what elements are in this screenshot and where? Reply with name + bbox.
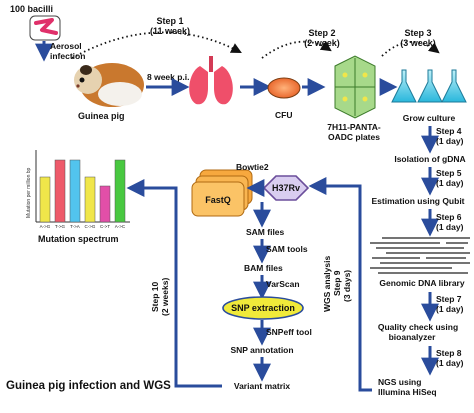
reference-label: H37Rv — [272, 183, 300, 193]
plates-line1: 7H11-PANTA- — [327, 122, 381, 132]
snp-extraction-label: SNP extraction — [231, 303, 295, 313]
step9-label: Step 9 — [332, 270, 342, 296]
bacilli-icon — [29, 15, 61, 41]
tick-label: A->C — [115, 224, 126, 229]
step1-label: Step 1 — [156, 16, 183, 26]
step6-label: Step 6 — [436, 212, 462, 222]
variant-matrix-label: Variant matrix — [234, 381, 290, 391]
ngs-line1: NGS using — [378, 377, 421, 387]
bar-T-to-G — [54, 159, 66, 223]
step1-dotted-arrow — [71, 31, 242, 59]
bam-files-label: BAM files — [244, 263, 283, 273]
bar-A-to-G — [39, 176, 51, 223]
snp-annotation-label: SNP annotation — [230, 345, 293, 355]
snpeff-label: SNPeff tool — [266, 327, 312, 337]
animal-label: Guinea pig — [78, 111, 125, 121]
route-line2: infection — [50, 51, 85, 61]
snp-extraction-oval — [222, 296, 304, 320]
step7-label: Step 7 — [436, 294, 462, 304]
step4-duration: (1 day) — [436, 136, 464, 146]
step10-label: Step 10 — [150, 281, 160, 312]
tick-label: C->T — [100, 224, 110, 229]
qc-line1: Quality check using — [378, 322, 458, 332]
plates-line2: OADC plates — [328, 132, 380, 142]
flask-icon — [391, 69, 467, 103]
route-line1: Aerosol — [50, 41, 82, 51]
sam-files-label: SAM files — [246, 227, 285, 237]
bar-C-to-G — [84, 176, 96, 223]
step9-duration: (3 days) — [342, 270, 352, 302]
bar-C-to-T — [99, 185, 111, 223]
tick-label: C->G — [85, 224, 96, 229]
lung-icon — [189, 56, 233, 105]
step5-label: Step 5 — [436, 168, 462, 178]
bar-A-to-C — [114, 159, 126, 223]
library-label: Genomic DNA library — [379, 278, 464, 288]
cfu-label: CFU — [275, 110, 292, 120]
chart-title: Mutation spectrum — [38, 234, 119, 244]
step2-duration: (2 week) — [304, 38, 340, 48]
bowtie-label: Bowtie2 — [236, 162, 269, 172]
tick-label: T->G — [55, 224, 66, 229]
arrow-step10 — [126, 179, 222, 388]
tick-label: A->G — [40, 224, 51, 229]
step3-duration: (3 week) — [400, 38, 436, 48]
timepoint-label: 8 week p.i. — [147, 72, 190, 82]
fastq-label: FastQ — [205, 195, 231, 205]
mutation-spectrum-chart: Mutation per million bp A->G T->G T->A C->G… — [26, 150, 130, 229]
qc-line2: bioanalyzer — [389, 332, 436, 342]
isolation-label: Isolation of gDNA — [394, 154, 465, 164]
tick-label: T->A — [70, 224, 80, 229]
step10-duration: (2 weeks) — [160, 278, 170, 316]
quad-plate-icon — [334, 55, 376, 119]
inoculum-count: 100 bacilli — [10, 4, 53, 14]
step3-dotted-arrow — [381, 41, 440, 57]
step5-duration: (1 day) — [436, 178, 464, 188]
estimation-label: Estimation using Qubit — [371, 196, 464, 206]
arrow-wgs-analysis — [308, 177, 372, 392]
step4-label: Step 4 — [436, 126, 462, 136]
ngs-line2: Illumina HiSeq — [378, 387, 437, 397]
wgs-analysis-label: WGS analysis — [322, 256, 332, 312]
step1-duration: (11 week) — [150, 26, 190, 36]
step8-duration: (1 day) — [436, 358, 464, 368]
dna-fragments-icon — [370, 237, 470, 274]
chart-ylabel: Mutation per million bp — [26, 167, 32, 218]
step3-label: Step 3 — [404, 28, 431, 38]
step6-duration: (1 day) — [436, 222, 464, 232]
step7-duration: (1 day) — [436, 304, 464, 314]
guinea-pig-icon — [74, 63, 144, 107]
petri-dish-icon — [267, 77, 301, 99]
step8-label: Step 8 — [436, 348, 462, 358]
varscan-label: VarScan — [266, 279, 300, 289]
bar-T-to-A — [69, 159, 81, 223]
fastq-stack — [191, 169, 253, 217]
figure-title: Guinea pig infection and WGS — [6, 380, 171, 392]
grow-culture-label: Grow culture — [403, 113, 456, 123]
sam-tools-label: SAM tools — [266, 244, 308, 254]
step2-label: Step 2 — [308, 28, 335, 38]
